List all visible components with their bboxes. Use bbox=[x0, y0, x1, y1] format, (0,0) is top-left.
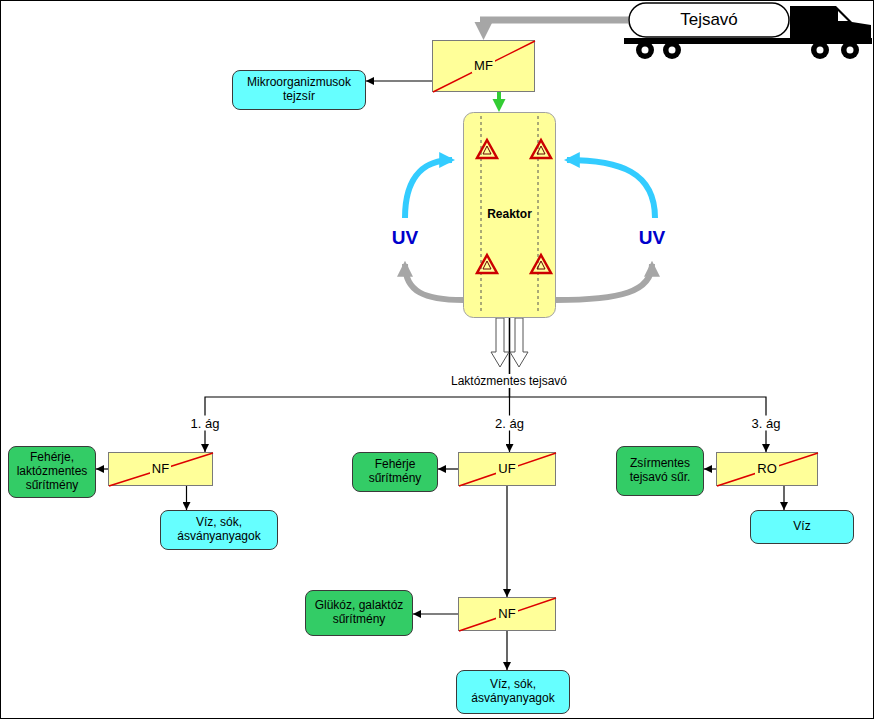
reactor-vessel: Reaktor bbox=[463, 112, 556, 318]
output-box: Víz bbox=[750, 510, 854, 544]
truck-window bbox=[838, 11, 848, 21]
flow-arrow bbox=[506, 486, 507, 597]
product-box: Zsírmentes tejsavó sűr. bbox=[616, 446, 704, 496]
uv-feed-arrow bbox=[567, 160, 655, 218]
recycle-symbol bbox=[477, 255, 497, 273]
arrow-head bbox=[493, 99, 506, 112]
membrane-diagonal bbox=[717, 453, 818, 486]
membrane-diagonal bbox=[433, 41, 535, 92]
membrane-diagonal bbox=[459, 598, 556, 631]
membrane-unit: MF bbox=[432, 40, 535, 92]
uv-return-arrow bbox=[556, 264, 652, 300]
membrane-unit: RO bbox=[716, 452, 818, 486]
node-text: MF bbox=[472, 59, 495, 74]
recycle-symbol bbox=[483, 146, 491, 154]
arrow-head bbox=[475, 22, 493, 40]
flow-arrow bbox=[484, 20, 629, 29]
node-text: Fehérje sűrítmény bbox=[357, 458, 433, 486]
flow-arrow bbox=[506, 631, 507, 670]
truck-wheel bbox=[841, 41, 859, 59]
flow-arrow bbox=[783, 486, 784, 510]
stream-label: Laktózmentes tejsavó bbox=[449, 374, 569, 388]
node-text: Mikroorganizmusok tejzsír bbox=[237, 76, 361, 104]
flow-arrow bbox=[438, 468, 458, 469]
outlet-arrow bbox=[491, 318, 509, 367]
recycle-symbol bbox=[531, 255, 551, 273]
branch-label: 1. ág bbox=[189, 415, 222, 430]
product-box: Glükóz, galaktóz sűrítmény bbox=[305, 590, 413, 636]
node-text: Tejsavó bbox=[680, 10, 738, 30]
recycle-symbol bbox=[531, 140, 551, 158]
node-text: NF bbox=[496, 607, 517, 622]
outlet-arrow bbox=[510, 318, 528, 367]
membrane-unit: NF bbox=[108, 452, 213, 486]
flow-arrow bbox=[186, 486, 187, 510]
flow-arrow bbox=[413, 613, 458, 614]
truck-tank: Tejsavó bbox=[628, 2, 790, 38]
reactor-partition bbox=[481, 116, 482, 314]
membrane-diagonal bbox=[109, 453, 213, 486]
truck-wheel-hub bbox=[669, 47, 676, 54]
membrane-unit: NF bbox=[458, 597, 556, 631]
node-text: Reaktor bbox=[487, 208, 532, 222]
membrane-unit: UF bbox=[458, 452, 556, 486]
recycle-symbol bbox=[477, 140, 497, 158]
truck-cab bbox=[790, 6, 871, 44]
node-text: Glükóz, galaktóz sűrítmény bbox=[310, 599, 408, 627]
recycle-symbol bbox=[537, 261, 545, 269]
truck-wheel bbox=[663, 41, 681, 59]
uv-label: UV bbox=[390, 227, 420, 249]
truck-wheel-hub bbox=[642, 47, 649, 54]
tank-body bbox=[629, 3, 789, 37]
product-box: Fehérje, laktózmentes sűrítmény bbox=[8, 446, 96, 498]
recycle-symbol bbox=[483, 261, 491, 269]
membrane-diagonal bbox=[459, 453, 556, 486]
node-text: NF bbox=[150, 462, 171, 477]
recycle-symbol bbox=[537, 146, 545, 154]
node-text: RO bbox=[755, 462, 779, 477]
uv-feed-arrow bbox=[405, 160, 452, 218]
truck-wheel bbox=[811, 41, 829, 59]
output-box: Mikroorganizmusok tejzsír bbox=[232, 70, 366, 110]
truck-wheel bbox=[636, 41, 654, 59]
flow-arrow bbox=[366, 80, 432, 81]
uv-return-arrow bbox=[405, 264, 463, 300]
flow-arrow bbox=[96, 468, 108, 469]
node-text: Víz, sók, ásványanyagok bbox=[165, 516, 273, 544]
output-box: Víz, sók, ásványanyagok bbox=[456, 670, 570, 714]
node-text: Víz bbox=[755, 520, 849, 534]
node-text: UF bbox=[496, 462, 517, 477]
node-text: Zsírmentes tejsavó sűr. bbox=[621, 457, 699, 485]
product-box: Fehérje sűrítmény bbox=[352, 452, 438, 492]
node-text: Víz, sók, ásványanyagok bbox=[461, 678, 565, 706]
truck-wheel-hub bbox=[847, 47, 854, 54]
truck-wheel-hub bbox=[817, 47, 824, 54]
uv-label: UV bbox=[637, 227, 667, 249]
node-text: Fehérje, laktózmentes sűrítmény bbox=[13, 451, 91, 492]
branch-label: 2. ág bbox=[493, 415, 526, 430]
branch-label: 3. ág bbox=[750, 415, 783, 430]
flow-arrow bbox=[704, 468, 716, 469]
output-box: Víz, sók, ásványanyagok bbox=[160, 510, 278, 550]
reactor-body bbox=[464, 113, 556, 318]
